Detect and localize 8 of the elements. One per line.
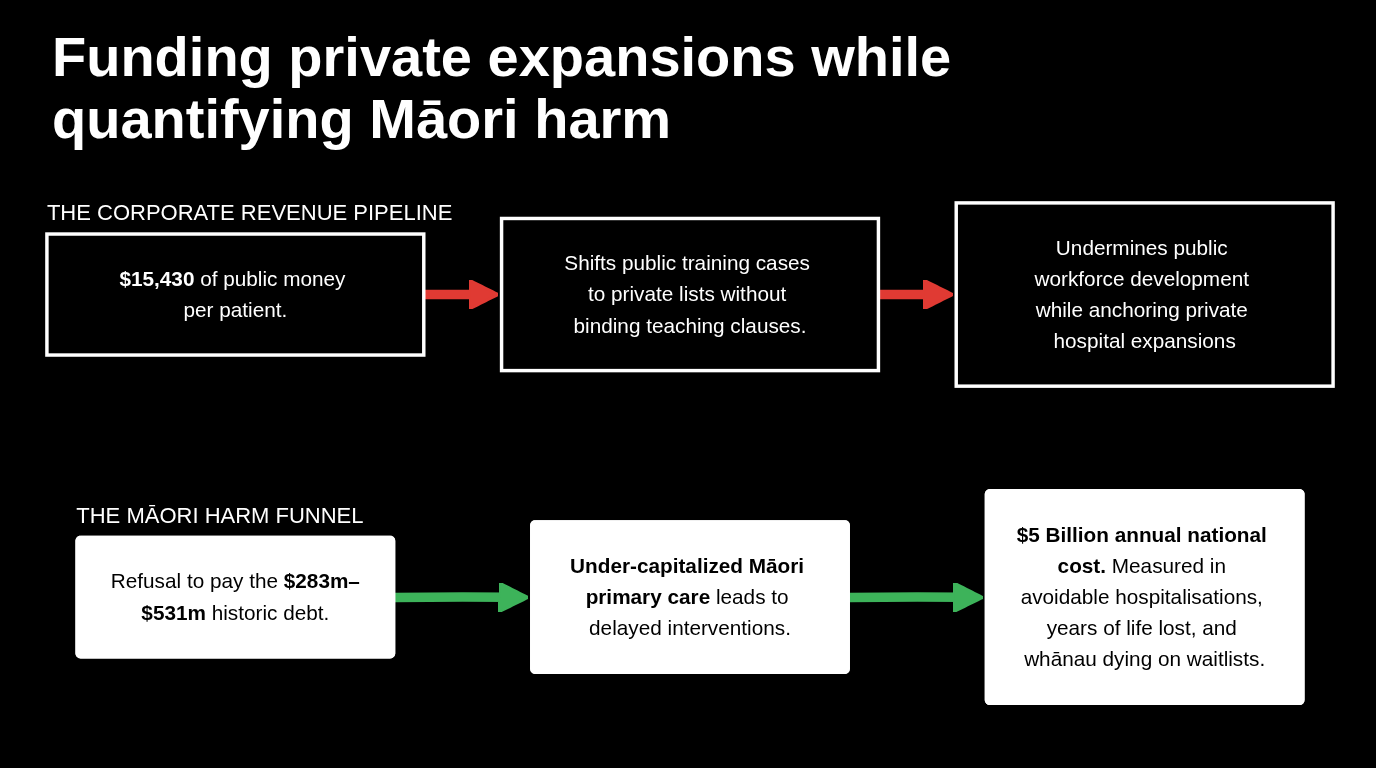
node-box: $15,430 of public money per patient. <box>45 232 426 357</box>
section-heading: THE CORPORATE REVENUE PIPELINE <box>46 200 453 227</box>
node-box: Shifts public training cases to private lists without binding teaching clauses. <box>499 216 881 373</box>
node-box: Undermines public workforce development while anchoring private hospital expansions <box>954 201 1335 388</box>
arrow <box>849 581 985 614</box>
title: Funding private expansions while quantifying Māori harm <box>52 26 953 150</box>
arrow <box>394 581 530 614</box>
section-heading: THE MĀORI HARM FUNNEL <box>76 502 364 529</box>
